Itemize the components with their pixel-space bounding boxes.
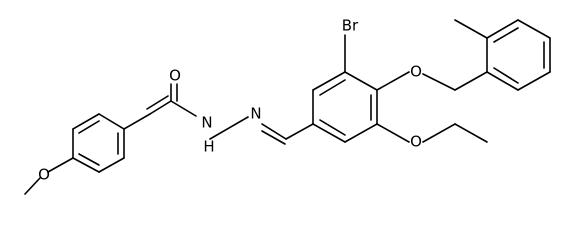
bond xyxy=(285,123,314,140)
atom-label-ethoxy-oxygen: O xyxy=(410,133,422,151)
bond xyxy=(344,71,378,91)
bond xyxy=(149,100,172,115)
bond xyxy=(98,157,125,173)
bond xyxy=(376,71,410,91)
atom-label-amide-nitrogen: N xyxy=(201,114,212,132)
bond xyxy=(72,113,100,130)
bond xyxy=(78,153,100,166)
bond xyxy=(312,71,346,91)
bond xyxy=(24,177,41,195)
bond xyxy=(517,19,551,39)
bond xyxy=(78,120,100,134)
bond xyxy=(261,130,286,145)
bond xyxy=(98,113,125,130)
bond xyxy=(486,71,519,91)
atom-labels: Br O N H N O O O xyxy=(38,17,422,184)
bond xyxy=(454,19,488,39)
bond xyxy=(344,123,378,143)
bond xyxy=(170,100,197,117)
atom-label-imine-nitrogen: N xyxy=(250,105,261,123)
bond xyxy=(422,123,456,143)
atom-label-methoxy-oxygen: O xyxy=(38,166,50,184)
atom-label-benzyl-ether-oxygen: O xyxy=(410,63,422,81)
atom-label-amide-hydrogen: H xyxy=(203,138,214,156)
bond xyxy=(47,157,74,173)
bond xyxy=(146,95,169,110)
bond xyxy=(319,119,346,136)
bond xyxy=(376,123,410,143)
bond xyxy=(454,71,488,91)
bond xyxy=(319,79,346,96)
bond xyxy=(261,123,287,140)
bond xyxy=(493,27,519,43)
bond xyxy=(72,157,100,173)
chemical-structure: Br O N H N O O O xyxy=(24,17,551,195)
atom-label-bromine: Br xyxy=(342,17,359,35)
bond xyxy=(517,71,551,91)
bond xyxy=(486,19,519,39)
bonds xyxy=(24,19,551,195)
bond xyxy=(209,116,249,140)
bond xyxy=(422,73,456,91)
atom-label-carbonyl-oxygen: O xyxy=(169,67,181,85)
bond xyxy=(454,123,488,143)
bond xyxy=(123,113,151,130)
bond xyxy=(493,67,519,84)
bond xyxy=(312,123,346,143)
